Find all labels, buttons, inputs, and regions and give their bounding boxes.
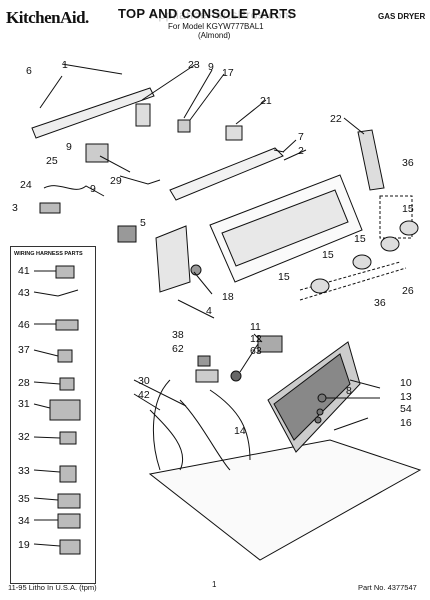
watermark: AppliancePartsPros.com — [150, 8, 293, 22]
part-22-end-cap — [357, 129, 385, 191]
knob-3 — [352, 254, 372, 270]
harness-callout: 28 — [18, 377, 30, 389]
footer-part-number: Part No. 4377547 — [358, 583, 417, 592]
harness-panel — [10, 246, 96, 584]
callout: 8 — [346, 385, 352, 397]
color-line: (Almond) — [198, 31, 231, 40]
callout: 36 — [374, 297, 386, 309]
page-title: TOP AND CONSOLE PARTS — [118, 6, 297, 21]
callout: 15 — [402, 203, 414, 215]
harness-callout: 33 — [18, 465, 30, 477]
callout: 22 — [330, 113, 342, 125]
callout: 9 — [208, 61, 214, 73]
part-42-harness — [149, 379, 251, 471]
callout: 15 — [322, 249, 334, 261]
callout: 6 — [26, 65, 32, 77]
knob-4 — [310, 278, 330, 294]
callout: 15 — [278, 271, 290, 283]
harness-callout: 19 — [18, 539, 30, 551]
part-3 — [39, 202, 61, 214]
callout: 63 — [250, 345, 262, 357]
callout: 54 — [400, 403, 412, 415]
harness-callout: 43 — [18, 287, 30, 299]
part-23 — [135, 103, 151, 127]
callout: 23 — [188, 59, 200, 71]
callout: 18 — [222, 291, 234, 303]
callout: 36 — [402, 157, 414, 169]
callout: 24 — [20, 179, 32, 191]
callout: 9 — [90, 183, 96, 195]
part-16-top — [148, 439, 422, 561]
callout: 13 — [400, 391, 412, 403]
callout: 12 — [250, 333, 262, 345]
callout: 15 — [354, 233, 366, 245]
harness-callout: 37 — [18, 344, 30, 356]
callout: 2 — [298, 145, 304, 157]
callout: 26 — [402, 285, 414, 297]
callout: 16 — [400, 417, 412, 429]
callout: 10 — [400, 377, 412, 389]
harness-callout: 32 — [18, 431, 30, 443]
callout: 38 — [172, 329, 184, 341]
callout: 25 — [46, 155, 58, 167]
part-38 — [197, 355, 211, 367]
part-5 — [117, 225, 137, 243]
part-21 — [225, 125, 243, 141]
harness-callout: 31 — [18, 398, 30, 410]
callout: 29 — [110, 175, 122, 187]
callout: 42 — [138, 389, 150, 401]
callout: 14 — [234, 425, 246, 437]
harness-panel-title: WIRING HARNESS PARTS — [14, 251, 83, 257]
callout: 9 — [66, 141, 72, 153]
part-4-side — [155, 225, 191, 293]
part-24-wire — [43, 185, 105, 197]
callout: 62 — [172, 343, 184, 355]
callout: 30 — [138, 375, 150, 387]
footer-litho: 11-95 Litho In U.S.A. (tpm) — [8, 583, 97, 592]
harness-callout: 46 — [18, 319, 30, 331]
callout: 7 — [298, 131, 304, 143]
knob-1 — [399, 220, 419, 236]
callout: 21 — [260, 95, 272, 107]
harness-callout: 41 — [18, 265, 30, 277]
part-7-bracket — [169, 147, 284, 201]
footer-page-number: 1 — [212, 580, 217, 589]
callout: 4 — [206, 305, 212, 317]
dryer-type-label: GAS DRYER — [378, 12, 426, 21]
callout: 1 — [62, 59, 68, 71]
callout: 5 — [140, 217, 146, 229]
brand-logo: KitchenAid. — [6, 8, 89, 27]
callout: 11 — [250, 321, 261, 333]
harness-callout: 35 — [18, 493, 30, 505]
part-17 — [177, 119, 191, 133]
model-line: For Model KGYW777BAL1 — [168, 22, 264, 31]
callout: 17 — [222, 67, 234, 79]
part-62 — [195, 369, 219, 383]
part-1-rear-panel — [31, 87, 155, 139]
callout: 3 — [12, 202, 18, 214]
knob-2 — [380, 236, 400, 252]
harness-callout: 34 — [18, 515, 30, 527]
